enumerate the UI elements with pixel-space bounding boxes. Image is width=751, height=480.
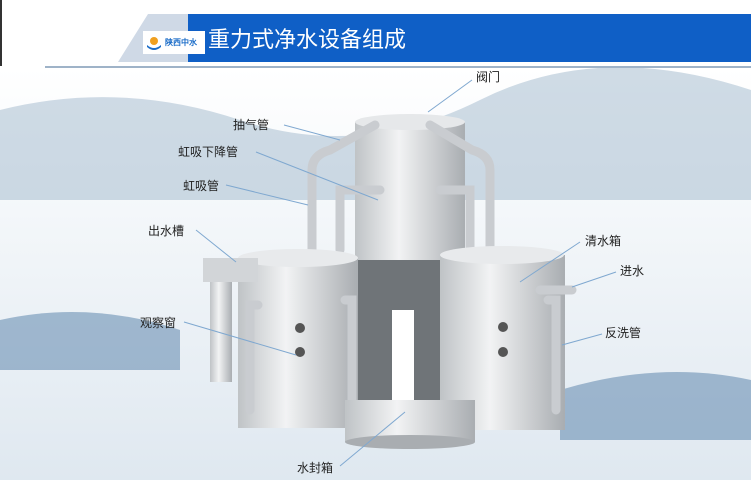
equipment-diagram: [0, 68, 751, 480]
label-exhaust-pipe: 抽气管: [233, 118, 270, 132]
label-observation-window: 观察窗: [140, 316, 177, 330]
label-valve: 阀门: [476, 70, 501, 84]
label-siphon-down-pipe: 虹吸下降管: [178, 145, 239, 159]
label-water-seal-tank: 水封箱: [297, 461, 334, 475]
label-outlet-trough: 出水槽: [148, 224, 185, 238]
logo-text: 陕西中水: [165, 38, 197, 47]
left-edge-bar: [0, 0, 2, 66]
header-divider: [45, 66, 751, 68]
label-backwash-pipe: 反洗管: [605, 326, 642, 340]
company-logo: 陕西中水: [143, 31, 205, 54]
logo-icon: [147, 36, 161, 50]
label-water-inlet: 进水: [620, 264, 645, 278]
page-title: 重力式净水设备组成: [208, 28, 407, 53]
header-banner: [118, 14, 751, 62]
label-siphon-pipe: 虹吸管: [183, 179, 220, 193]
label-clean-water-tank: 清水箱: [585, 234, 622, 248]
